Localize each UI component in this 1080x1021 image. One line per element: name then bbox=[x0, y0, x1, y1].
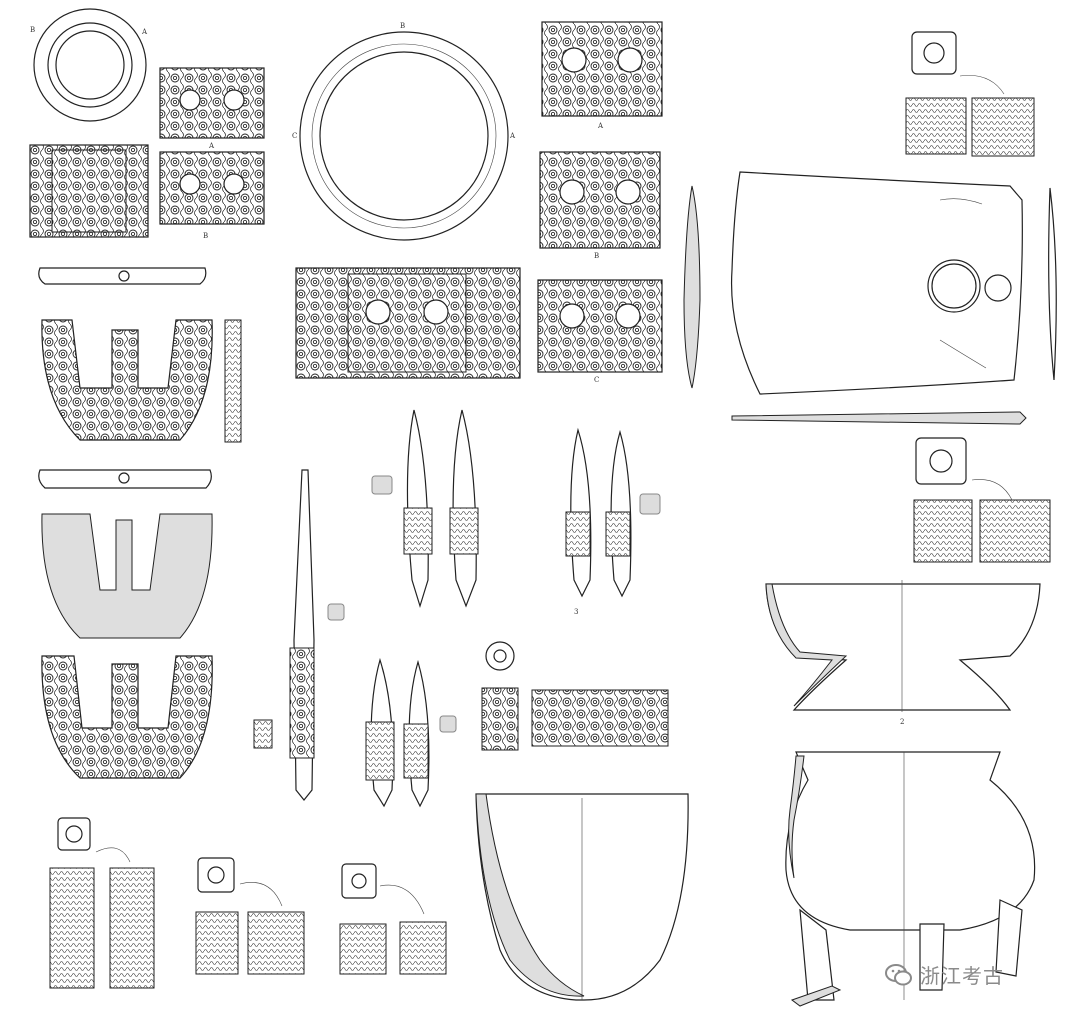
large-ring-outer bbox=[299, 31, 509, 241]
label-awls-num: 3 bbox=[574, 608, 578, 616]
pottery-pedestal-bowl: 2 bbox=[765, 580, 1041, 726]
pottery-ding-tripod bbox=[785, 751, 1036, 1007]
large-ring-inner bbox=[319, 51, 489, 221]
label-plaque-small-a: A bbox=[208, 142, 215, 150]
label-ring-large-a: A bbox=[509, 132, 516, 140]
label-plaque-small-b: B bbox=[203, 232, 208, 240]
trident-ornament-1 bbox=[38, 267, 242, 443]
label-bowl-num: 2 bbox=[900, 718, 904, 726]
wechat-icon bbox=[885, 963, 912, 985]
large-plaques: A B C bbox=[537, 21, 663, 384]
trident-1-side bbox=[224, 319, 242, 443]
large-ring-group: B C A bbox=[292, 22, 521, 379]
awl-pair-1 bbox=[371, 409, 479, 609]
trident-ornament-2 bbox=[41, 655, 213, 779]
tube-ornament bbox=[481, 641, 669, 751]
awl-pair-2: 3 bbox=[565, 427, 661, 616]
cong-group-3 bbox=[339, 863, 447, 975]
small-ring-group: B A bbox=[29, 8, 149, 238]
yue-axe bbox=[683, 171, 1057, 425]
cong-group-right-2 bbox=[913, 437, 1051, 563]
small-plaque-a: A bbox=[159, 67, 265, 150]
label-ring-small-b: B bbox=[30, 26, 35, 34]
pottery-basin bbox=[475, 793, 689, 1001]
awl-pair-3 bbox=[365, 657, 457, 808]
small-ring-rim bbox=[47, 22, 133, 108]
yue-axe-section bbox=[731, 411, 1027, 425]
label-plaque-large-b: B bbox=[594, 252, 599, 260]
cong-group-right-1 bbox=[905, 31, 1035, 157]
watermark: 浙江考古 bbox=[884, 960, 1004, 989]
cong-group-1 bbox=[49, 817, 155, 989]
small-ring-inner bbox=[55, 30, 125, 100]
small-ring-outer bbox=[33, 8, 147, 122]
label-plaque-large-a: A bbox=[597, 122, 604, 130]
yue-axe-side bbox=[683, 185, 701, 389]
small-plaque-b: B bbox=[159, 151, 265, 240]
watermark-text: 浙江考古 bbox=[920, 964, 1004, 988]
label-plaque-large-c: C bbox=[594, 376, 599, 384]
cong-group-2 bbox=[195, 857, 305, 975]
label-ring-large-b: B bbox=[400, 22, 405, 30]
trident-ornament-section bbox=[38, 469, 213, 639]
label-ring-large-c: C bbox=[292, 132, 297, 140]
label-ring-small-a: A bbox=[141, 28, 148, 36]
long-awl bbox=[253, 469, 345, 801]
